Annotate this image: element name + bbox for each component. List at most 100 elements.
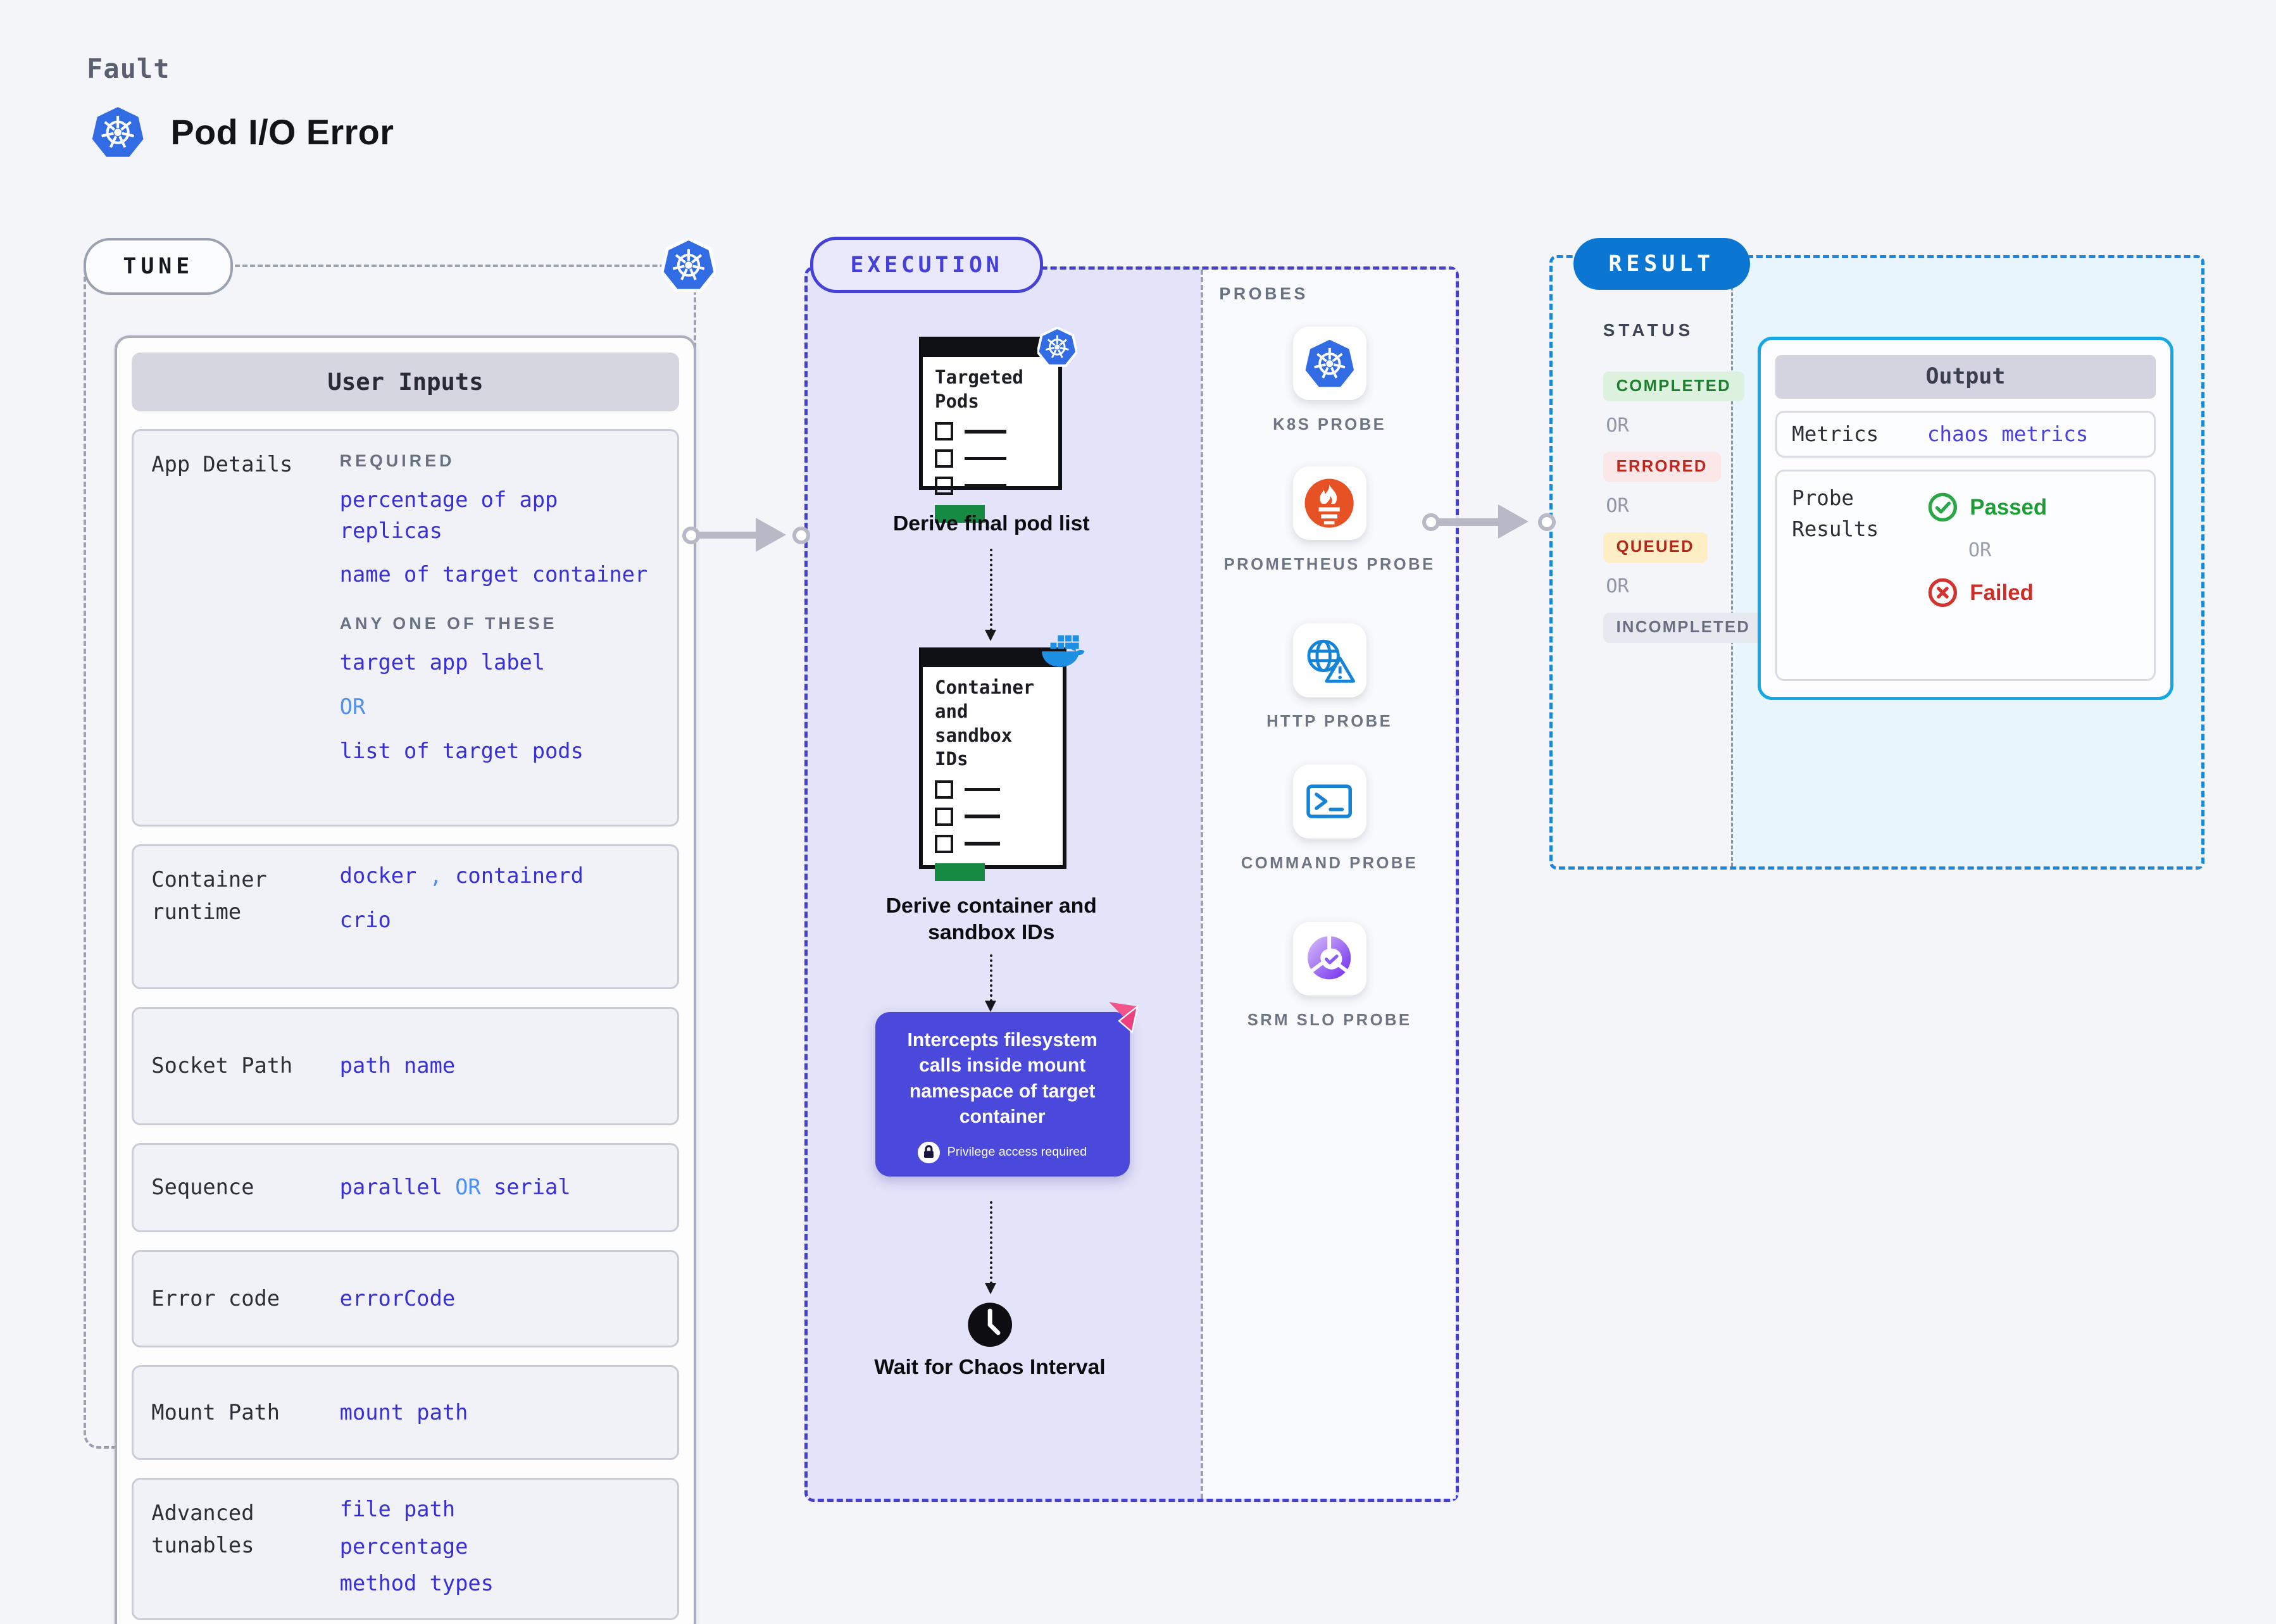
row-label: Mount Path <box>151 1400 280 1425</box>
flow-connector <box>985 954 996 1012</box>
probes-panel: PROBES K8S PROBE PROMETHEUS <box>1200 269 1456 1499</box>
status-badge: ERRORED <box>1603 451 1721 482</box>
privilege-note-text: Privilege access required <box>947 1145 1087 1159</box>
flow-connector <box>985 548 996 642</box>
failed-label: Failed <box>1970 580 2034 605</box>
required-value: name of target container <box>339 562 648 587</box>
step-caption: Wait for Chaos Interval <box>874 1356 1106 1380</box>
or-separator: OR <box>339 694 366 719</box>
x-circle-icon <box>1928 578 1957 608</box>
mount-path-value: mount path <box>339 1399 468 1425</box>
status-badge: QUEUED <box>1603 532 1708 563</box>
failed-result: Failed <box>1927 577 2047 608</box>
row-label: App Details <box>151 451 293 477</box>
probe-item-prometheus: PROMETHEUS PROBE <box>1203 466 1456 577</box>
row-label: Socket Path <box>151 1053 293 1078</box>
status-badge: COMPLETED <box>1603 371 1744 402</box>
terminal-icon <box>1292 765 1366 839</box>
passed-result: Passed <box>1927 492 2047 523</box>
probe-results-label: Probe Results <box>1792 486 1879 542</box>
passed-label: Passed <box>1970 494 2048 520</box>
error-code-value: errorCode <box>339 1285 456 1311</box>
tunable-value: percentage <box>339 1533 468 1559</box>
checkbox-line <box>934 422 1046 441</box>
row-label: Error code <box>151 1285 280 1311</box>
row-sequence: Sequence parallel OR serial <box>132 1143 679 1232</box>
runtime-value: crio <box>339 908 391 933</box>
status-heading: STATUS <box>1603 320 1694 340</box>
page-title: Pod I/O Error <box>170 113 394 153</box>
user-inputs-title: User Inputs <box>132 352 679 411</box>
or-separator: OR <box>1606 575 1629 598</box>
probes-heading: PROBES <box>1219 284 1309 303</box>
probe-results-row: Probe Results Passed OR <box>1775 469 2156 682</box>
privilege-note: Privilege access required <box>887 1141 1118 1164</box>
fault-eyebrow: Fault <box>87 53 170 84</box>
clipboard-header-bar <box>922 649 1065 668</box>
row-label: Advanced tunables <box>151 1501 254 1558</box>
probe-item-command: COMMAND PROBE <box>1203 765 1456 875</box>
status-column: STATUS COMPLETED OR ERRORED OR QUEUED OR… <box>1603 320 1765 643</box>
kubernetes-icon <box>1037 327 1077 367</box>
required-heading: REQUIRED <box>339 451 455 470</box>
docker-whale-icon <box>1040 635 1084 667</box>
output-card: Output Metrics chaos metrics Probe Resul… <box>1757 337 2174 701</box>
option-value: list of target pods <box>339 738 584 763</box>
or-separator: OR <box>1606 415 1629 437</box>
metrics-label: Metrics <box>1792 422 1879 446</box>
or-separator: OR <box>1606 495 1629 518</box>
probe-label: PROMETHEUS PROBE <box>1223 555 1435 573</box>
execution-section: Targeted Pods Derive final pod list <box>804 266 1460 1502</box>
execution-badge: EXECUTION <box>810 237 1043 294</box>
sequence-value: parallel <box>339 1175 442 1200</box>
row-mount-path: Mount Path mount path <box>132 1365 679 1461</box>
metrics-value: chaos metrics <box>1927 422 2089 447</box>
row-app-details: App Details REQUIRED percentage of app r… <box>132 428 679 827</box>
required-value: percentage of app replicas <box>339 487 558 543</box>
user-inputs-card: User Inputs App Details REQUIRED percent… <box>115 335 696 1624</box>
prometheus-flame-icon <box>1292 466 1366 540</box>
any-one-heading: ANY ONE OF THESE <box>339 613 558 633</box>
kubernetes-icon <box>90 104 146 160</box>
checkbox-line <box>934 780 1051 799</box>
clock-icon <box>966 1301 1013 1354</box>
tunable-value: file path <box>339 1497 456 1522</box>
socket-path-value: path name <box>339 1053 456 1078</box>
probe-label: SRM SLO PROBE <box>1247 1011 1412 1030</box>
step-caption: Derive container and sandbox IDs <box>885 894 1097 944</box>
row-error-code: Error code errorCode <box>132 1249 679 1348</box>
result-badge: RESULT <box>1573 238 1750 290</box>
intercept-step-text: Intercepts filesystem calls inside mount… <box>907 1030 1097 1127</box>
page-header: Pod I/O Error <box>90 104 394 160</box>
checkbox-line <box>934 449 1046 468</box>
checkbox-line <box>934 807 1051 826</box>
row-container-runtime: Container runtime docker , containerd cr… <box>132 844 679 990</box>
sequence-value: serial <box>493 1175 571 1200</box>
tune-badge: TUNE <box>84 238 234 295</box>
pink-ribbon-icon <box>1108 1001 1139 1034</box>
runtime-value: docker <box>339 863 417 889</box>
green-progress-bar <box>934 863 985 881</box>
checkbox-line <box>934 476 1046 495</box>
option-value: target app label <box>339 650 546 675</box>
kubernetes-icon <box>661 238 716 292</box>
separator: , <box>429 863 442 889</box>
row-advanced-tunables: Advanced tunables file path percentage m… <box>132 1478 679 1620</box>
runtime-value: containerd <box>455 863 584 889</box>
probe-item-http: HTTP PROBE <box>1203 623 1456 734</box>
flow-connector <box>985 1201 996 1294</box>
slo-donut-check-icon <box>1292 922 1366 996</box>
probe-label: K8S PROBE <box>1273 416 1387 434</box>
execution-flow: Targeted Pods Derive final pod list <box>808 270 1203 1499</box>
or-separator: OR <box>455 1175 481 1200</box>
probe-label: COMMAND PROBE <box>1241 854 1418 872</box>
intercept-step-box: Intercepts filesystem calls inside mount… <box>875 1001 1139 1177</box>
row-label: Sequence <box>151 1175 254 1200</box>
check-circle-icon <box>1928 493 1957 522</box>
lock-icon <box>918 1141 941 1164</box>
probe-label: HTTP PROBE <box>1266 713 1393 731</box>
output-title: Output <box>1775 354 2156 399</box>
row-socket-path: Socket Path path name <box>132 1007 679 1126</box>
status-badge: INCOMPLETED <box>1603 613 1764 643</box>
